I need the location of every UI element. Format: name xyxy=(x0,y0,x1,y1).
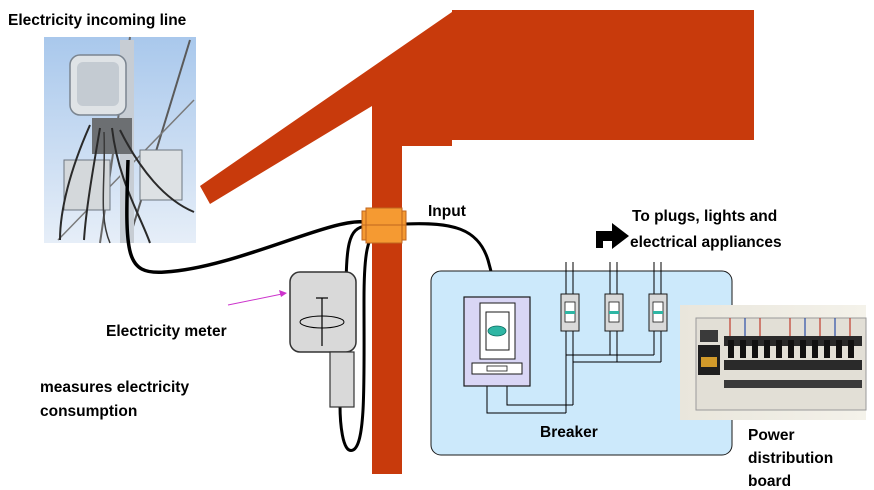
main-breaker-unit xyxy=(463,296,531,387)
destination-label-line1: To plugs, lights and xyxy=(632,208,777,225)
meter-pointer-icon xyxy=(227,290,287,306)
measures-label-line2: consumption xyxy=(40,403,137,420)
destination-label-line2: electrical appliances xyxy=(630,234,782,251)
board-label-line2: distribution xyxy=(748,450,833,467)
input-label: Input xyxy=(428,203,466,220)
pole-photo xyxy=(44,36,196,244)
incoming-line-label: Electricity incoming line xyxy=(8,12,187,29)
house-structure xyxy=(200,10,754,474)
bent-arrow-right-icon xyxy=(596,223,629,249)
measures-label-line1: measures electricity xyxy=(40,379,189,396)
circuit-breaker-3 xyxy=(648,293,668,332)
circuit-breaker-2 xyxy=(604,293,624,332)
circuit-breaker-1 xyxy=(560,293,580,332)
board-label-line1: Power xyxy=(748,427,795,444)
electricity-meter xyxy=(289,271,357,408)
arrow-stem xyxy=(596,231,612,248)
board-label-line3: board xyxy=(748,473,791,490)
meter-wire-right xyxy=(338,223,384,452)
distribution-board-photo xyxy=(680,305,867,420)
input-connector xyxy=(361,207,407,244)
breaker-label: Breaker xyxy=(540,424,598,441)
roof xyxy=(200,10,754,474)
panel-wiring xyxy=(486,262,662,414)
meter-label: Electricity meter xyxy=(106,323,227,340)
incoming-wire xyxy=(125,159,365,275)
